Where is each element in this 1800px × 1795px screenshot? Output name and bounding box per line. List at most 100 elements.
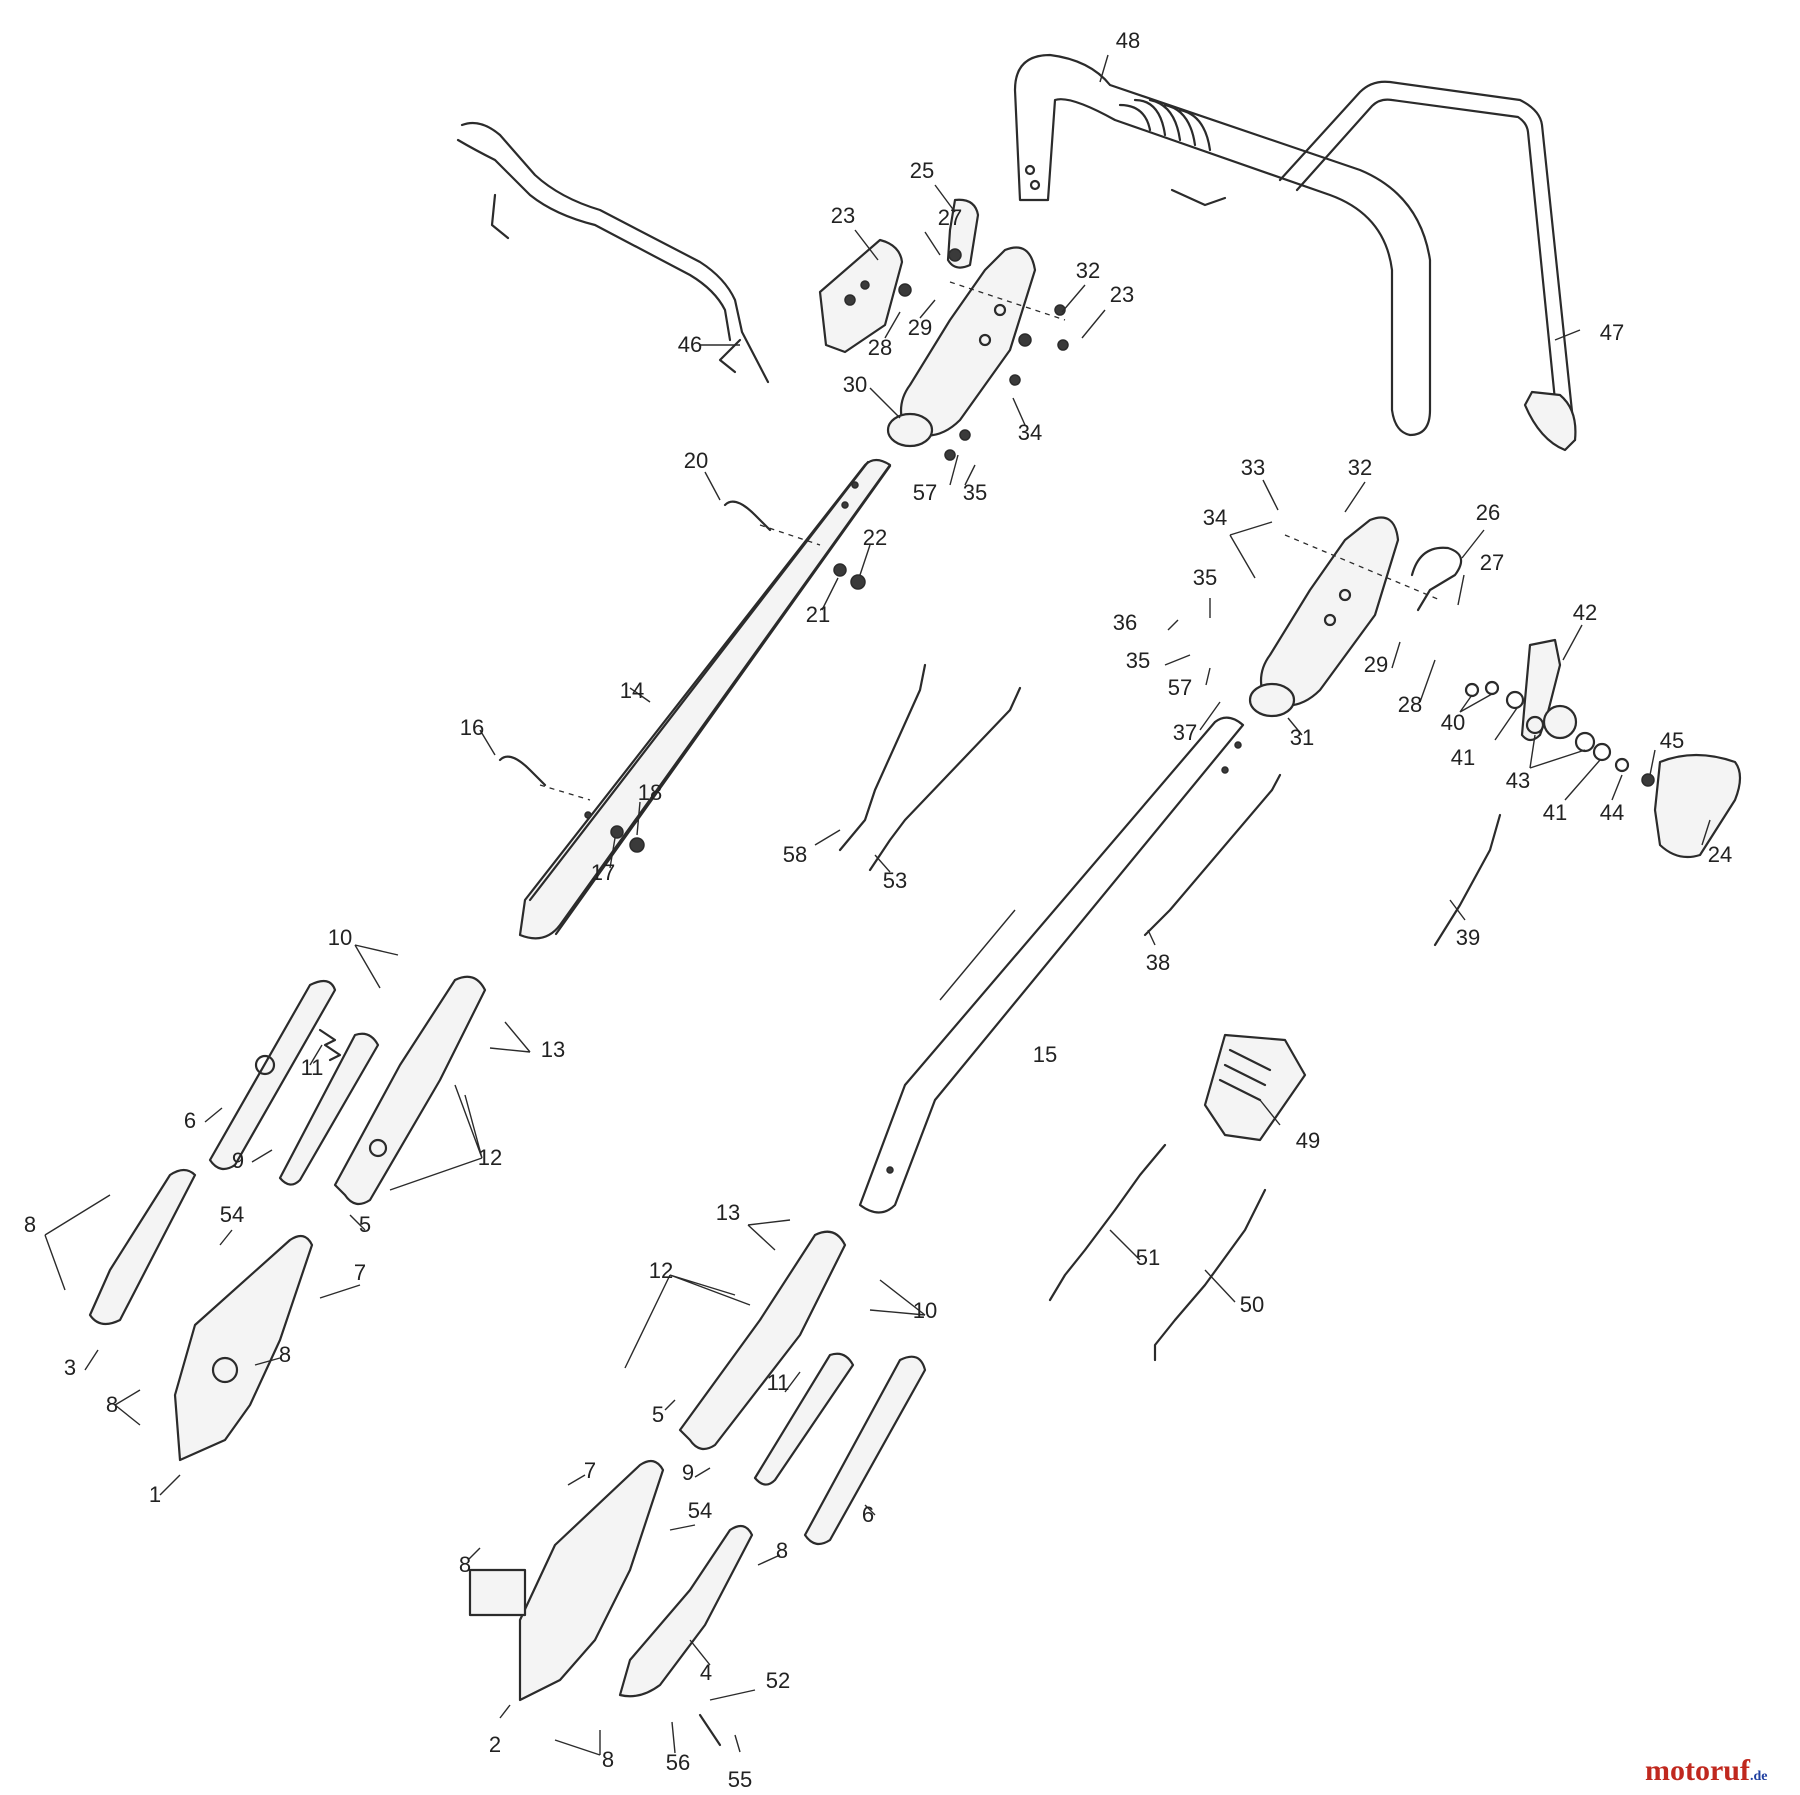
callout-7: 7 bbox=[584, 1458, 596, 1483]
callout-6: 6 bbox=[862, 1502, 874, 1527]
cable-53 bbox=[868, 686, 1022, 872]
callout-57: 57 bbox=[1168, 675, 1192, 700]
callout-8: 8 bbox=[24, 1212, 36, 1237]
bail-lever bbox=[1278, 80, 1577, 452]
callout-27: 27 bbox=[938, 205, 962, 230]
callout-3: 3 bbox=[64, 1355, 76, 1380]
nut-21 bbox=[833, 563, 847, 577]
callout-52: 52 bbox=[766, 1668, 790, 1693]
callout-23: 23 bbox=[831, 203, 855, 228]
callout-51: 51 bbox=[1136, 1245, 1160, 1270]
callout-18: 18 bbox=[638, 780, 662, 805]
upper-handlebar bbox=[1013, 53, 1432, 437]
callout-35: 35 bbox=[963, 480, 987, 505]
callout-49: 49 bbox=[1296, 1128, 1320, 1153]
callout-36: 36 bbox=[1113, 610, 1137, 635]
plate-9-left bbox=[278, 1032, 380, 1186]
bracket-2-right bbox=[468, 1459, 665, 1702]
bracket-3-left bbox=[88, 1168, 197, 1326]
callout-28: 28 bbox=[1398, 692, 1422, 717]
switch-49 bbox=[1203, 1033, 1307, 1142]
callout-26: 26 bbox=[1476, 500, 1500, 525]
tube-right bbox=[858, 716, 1245, 1214]
lever-42 bbox=[1520, 638, 1578, 742]
callout-10: 10 bbox=[913, 1298, 937, 1323]
callout-58: 58 bbox=[783, 842, 807, 867]
callout-22: 22 bbox=[863, 525, 887, 550]
callout-5: 5 bbox=[652, 1402, 664, 1427]
callout-32: 32 bbox=[1348, 455, 1372, 480]
callout-32: 32 bbox=[1076, 258, 1100, 283]
callout-9: 9 bbox=[682, 1460, 694, 1485]
nut-22 bbox=[850, 574, 866, 590]
callout-48: 48 bbox=[1116, 28, 1140, 53]
callout-8: 8 bbox=[602, 1747, 614, 1772]
lever-6-right bbox=[803, 1355, 927, 1546]
pin-55 bbox=[698, 1713, 722, 1747]
callout-24: 24 bbox=[1708, 842, 1732, 867]
callout-23: 23 bbox=[1110, 282, 1134, 307]
nut-18 bbox=[629, 837, 645, 853]
clamp-5-left bbox=[333, 975, 487, 1206]
dash-16 bbox=[539, 784, 591, 801]
dash-upper-left bbox=[949, 281, 1066, 321]
dash-20 bbox=[759, 524, 821, 546]
callout-12: 12 bbox=[649, 1258, 673, 1283]
callout-39: 39 bbox=[1456, 925, 1480, 950]
upper-clamp-right bbox=[1248, 516, 1400, 718]
callout-34: 34 bbox=[1203, 505, 1227, 530]
callout-47: 47 bbox=[1600, 320, 1624, 345]
pin-16 bbox=[498, 755, 547, 787]
callout-57: 57 bbox=[913, 480, 937, 505]
watermark-brand: motoruf bbox=[1645, 1754, 1751, 1787]
cable-51 bbox=[1048, 1143, 1167, 1302]
nut-17 bbox=[610, 825, 624, 839]
cable-38 bbox=[1143, 773, 1282, 937]
bracket-1-left bbox=[173, 1234, 314, 1462]
watermark-tld: .de bbox=[1750, 1769, 1768, 1784]
cable-50 bbox=[1153, 1188, 1267, 1362]
callout-2: 2 bbox=[489, 1732, 501, 1757]
callout-37: 37 bbox=[1173, 720, 1197, 745]
callout-16: 16 bbox=[460, 715, 484, 740]
callout-54: 54 bbox=[688, 1498, 712, 1523]
callout-11: 11 bbox=[301, 1055, 324, 1080]
callout-45: 45 bbox=[1660, 728, 1684, 753]
callout-29: 29 bbox=[1364, 652, 1388, 677]
clip-26 bbox=[1410, 546, 1463, 612]
callout-35: 35 bbox=[1126, 648, 1150, 673]
callout-40: 40 bbox=[1441, 710, 1465, 735]
callout-55: 55 bbox=[728, 1767, 752, 1792]
callout-4: 4 bbox=[700, 1660, 712, 1685]
cable-lever bbox=[456, 121, 770, 384]
callout-50: 50 bbox=[1240, 1292, 1264, 1317]
spring-11-left bbox=[318, 1028, 342, 1062]
callout-12: 12 bbox=[478, 1145, 502, 1170]
callout-1: 1 bbox=[149, 1482, 161, 1507]
callout-25: 25 bbox=[910, 158, 934, 183]
callout-7: 7 bbox=[354, 1260, 366, 1285]
callout-41: 41 bbox=[1451, 745, 1475, 770]
svg-text:motoruf.de: motoruf.de bbox=[1645, 1754, 1767, 1787]
callout-8: 8 bbox=[459, 1552, 471, 1577]
callout-53: 53 bbox=[883, 868, 907, 893]
lever-6-left bbox=[208, 979, 337, 1171]
callout-42: 42 bbox=[1573, 600, 1597, 625]
callout-34: 34 bbox=[1018, 420, 1042, 445]
callout-17: 17 bbox=[591, 860, 615, 885]
callout-46: 46 bbox=[678, 332, 702, 357]
callout-21: 21 bbox=[806, 602, 830, 627]
switch-housing-left bbox=[818, 238, 912, 354]
leader-lines bbox=[44, 54, 1711, 1756]
pin-20 bbox=[723, 500, 772, 532]
cable-58 bbox=[838, 663, 927, 852]
callout-6: 6 bbox=[184, 1108, 196, 1133]
callout-44: 44 bbox=[1600, 800, 1624, 825]
callout-43: 43 bbox=[1506, 768, 1530, 793]
tube-left bbox=[518, 458, 892, 940]
callout-8: 8 bbox=[279, 1342, 291, 1367]
callout-30: 30 bbox=[843, 372, 867, 397]
callout-41: 41 bbox=[1543, 800, 1567, 825]
